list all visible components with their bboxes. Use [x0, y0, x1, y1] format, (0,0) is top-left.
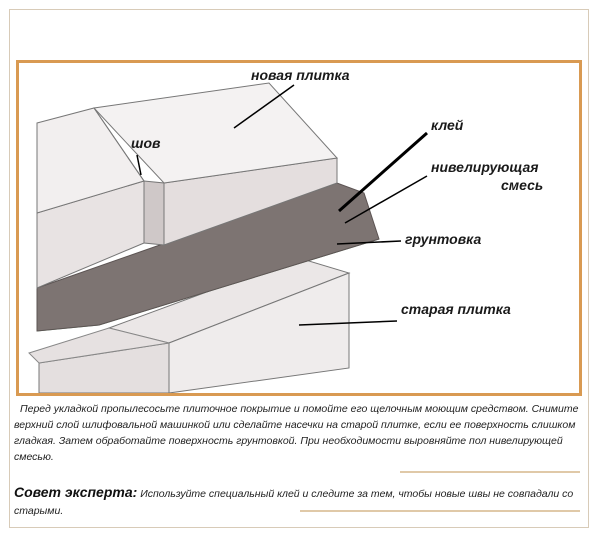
label-leveling-line1: нивелирующая: [431, 159, 539, 175]
pointer-leveling: [344, 175, 428, 224]
outer-frame: [9, 9, 589, 528]
expert-tip-text: Используйте специальный клей и следите з…: [14, 488, 574, 517]
expert-tip-heading: Совет эксперта:: [14, 484, 138, 500]
new-tile-top-right: [92, 82, 339, 184]
pointer-primer: [336, 240, 402, 245]
old-tile-side: [28, 327, 170, 364]
divider-top: [400, 471, 580, 473]
tile-layers-diagram: [28, 82, 428, 393]
label-primer: грунтовка: [405, 231, 482, 247]
instructions-caption: Перед укладкой пропылесосьте плиточное п…: [14, 403, 579, 463]
seam-gap: [143, 180, 165, 246]
label-new-tile: новая плитка: [251, 67, 350, 83]
diagram-frame: новая плитка шов клей нивелирующая смесь…: [16, 60, 582, 396]
label-old-tile: старая плитка: [401, 301, 511, 317]
label-leveling-line2: смесь: [501, 177, 544, 193]
pointer-new-tile: [233, 84, 295, 129]
label-glue: клей: [431, 117, 464, 133]
expert-tip: Совет эксперта: Используйте специальный …: [14, 484, 588, 520]
pointer-seam: [136, 154, 142, 176]
pointer-old-tile: [298, 320, 398, 326]
label-seam: шов: [131, 135, 161, 151]
seam-line: [93, 107, 145, 182]
pointer-glue: [338, 131, 428, 213]
divider-bottom: [300, 510, 580, 512]
